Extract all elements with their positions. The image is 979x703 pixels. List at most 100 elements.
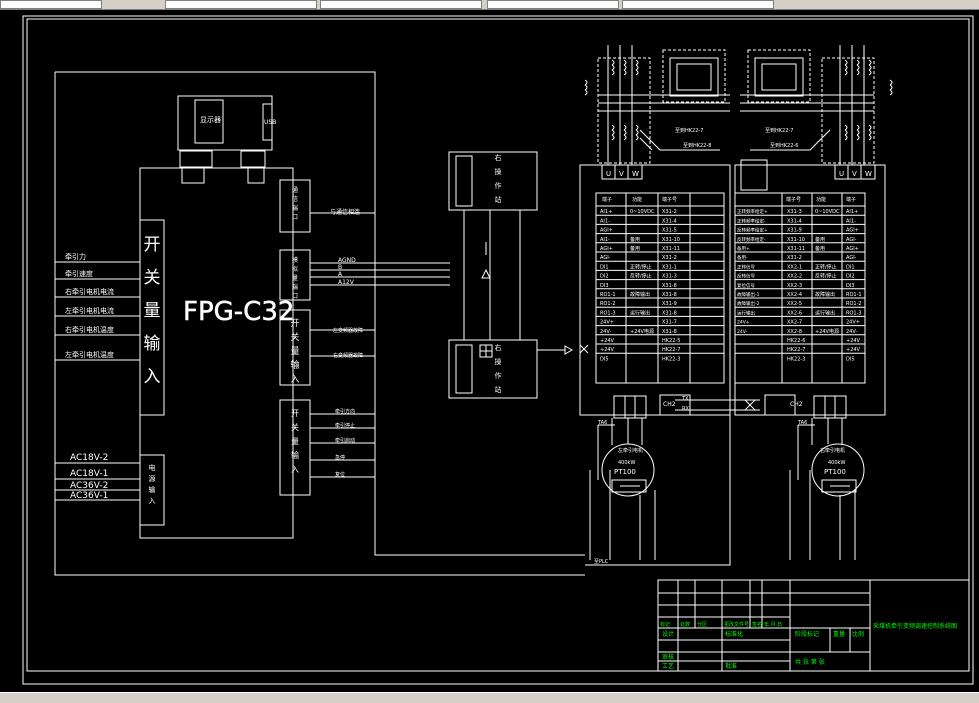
table-cell: X31-1 [662,264,677,270]
tb-weight: 重量 [833,630,845,638]
description-cell: 24V- [737,329,748,335]
table-cell: 正转/停止 [815,263,837,270]
low-output-label: 复位 [335,471,345,478]
operator-station-bottom-label-char: 操 [495,357,502,366]
display-box [177,95,273,151]
tb-standard: 标准化 [725,630,743,638]
table-cell: X31-3 [787,209,802,215]
table-cell: X31-9 [787,228,802,234]
table-cell: XX2-3 [787,283,802,289]
tx-label: TX [681,396,689,402]
toolbar-field[interactable] [622,0,774,9]
table-cell: AGI+ [600,228,613,234]
table-header: 端子 [846,196,856,203]
switch-input-low-label-char: 入 [291,465,299,474]
table-cell: X31-9 [662,301,677,307]
table-cell: X31-11 [787,246,805,252]
toolbar-field[interactable] [320,0,482,9]
table-cell: RO1-3 [600,310,616,316]
cross-label-1: 至到HK22-7 [675,127,703,134]
drawing-canvas[interactable]: FPG-C32 显示器 USB 牵引力牵引速度右牵引电机电流左牵引电机电流右牵引… [0,10,979,692]
tb-review: 审核 [662,653,674,661]
title-block-row-label: 标记 [660,621,670,628]
title-block-row-labels: 标记处数分区更改文件号签名年.月.日 [660,621,782,628]
table-cell: 0~10VDC [815,209,840,215]
table-cell: 24V+ [846,320,860,326]
low-output-label: 牵引停止 [335,422,355,429]
right-ch-label: CH2 [790,401,803,408]
table-cell: 故障输出 [630,291,650,298]
low-output-label: 牵引方向 [335,408,355,415]
description-cell: 故障输出-2 [737,300,760,307]
table-cell: +24V [846,347,861,353]
right-description-column: 正转频率给定+正转频率给定-反转频率给定+反转频率给定-备用+备用-正转信号反转… [737,208,768,335]
uvw-label: V [852,170,857,178]
analog-signal-label: AGND [338,257,356,264]
toolbar-field[interactable] [165,0,317,9]
switch-input-low-label-char: 输 [291,450,299,460]
analog-port-label-char: 口 [292,293,298,300]
table-cell: X31-4 [787,218,802,224]
description-cell: 正转频率给定+ [737,208,768,215]
table-cell: AI1- [846,218,856,224]
table-cell: 24V- [600,329,611,335]
analog-signal-label: B [338,264,342,271]
operator-station-bottom-label-char: 右 [495,343,502,352]
toolbar-field[interactable] [0,0,102,9]
switch-input-mid-label-char: 入 [290,374,299,385]
toolbar-field[interactable] [487,0,619,9]
table-cell: 备用 [630,245,640,252]
table-cell: AGI- [846,237,857,243]
table-cell: DI1 [600,264,609,270]
tb-stage: 阶段标记 [795,630,819,638]
description-cell: 复位信号 [737,282,755,289]
left-input-label: 右牵引电机电流 [65,287,114,296]
table-cell: HK22-7 [662,347,680,353]
left-motor-label: PT100 [614,468,636,476]
table-cell: DI2 [600,274,609,280]
table-cell: RO1-2 [846,301,862,307]
left-motor-title: 左牵引电机 [618,447,643,454]
power-input-label-char: 输 [149,485,156,494]
left-input-label: 左牵引电机温度 [65,350,114,359]
controller-board [139,167,294,539]
table-header: 功能 [816,196,826,203]
left-transformer-group [597,45,730,165]
switch-input-left-label-char: 开 [144,235,161,255]
power-input-label-char: 入 [149,497,156,505]
table-cell: 反转/停止 [630,273,652,280]
tb-sheets: 共 张 第 张 [795,658,825,666]
title-block-row-label: 处数 [680,621,690,628]
tb-scale: 比例 [852,630,864,638]
right-ta-label: TA6 [797,420,807,426]
analog-port-box [279,249,311,301]
table-cell: AI1- [600,237,610,243]
table-cell: 24V- [846,329,857,335]
comm-port-label-char: 通 [292,186,298,194]
usb-label: USB [264,119,276,126]
power-input-label: AC18V-1 [70,469,108,479]
left-ch-label: CH2 [663,401,676,408]
table-cell: AGI+ [600,246,613,252]
title-block [657,579,970,672]
switch-input-box-mid [279,309,311,386]
table-cell: 备用 [815,236,825,243]
table-cell: DI1 [846,264,855,270]
table-cell: AGI- [846,255,857,261]
table-header: 端子号 [786,196,801,203]
table-cell: +24V电源 [630,328,654,335]
cross-label-2: 至到HK22-8 [683,142,711,149]
power-input-label: AC36V-2 [70,481,108,491]
description-cell: 反转频率给定+ [737,227,768,234]
description-cell: 反转信号 [737,273,755,280]
table-cell: +24V [600,338,615,344]
table-cell: XX2-5 [787,301,802,307]
controller-label: FPG-C32 [183,297,294,327]
